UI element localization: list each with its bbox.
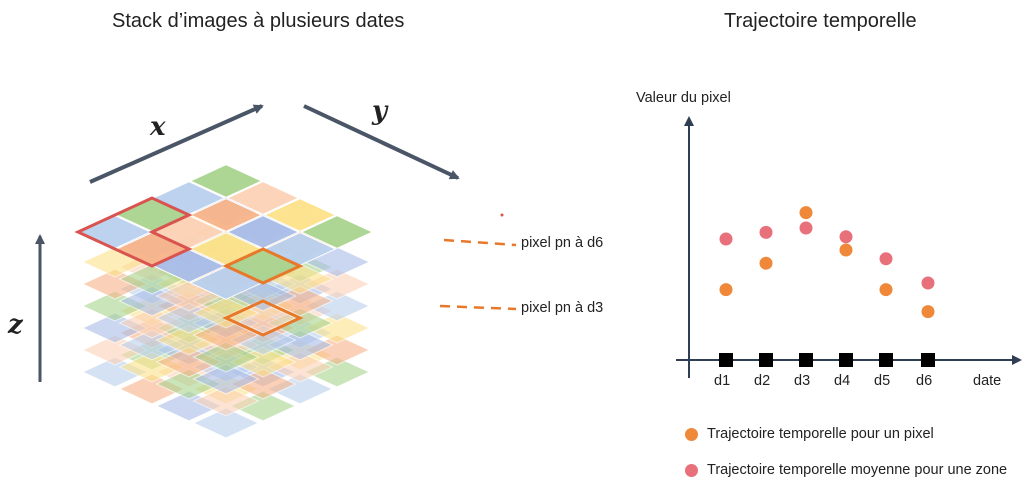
data-point: [839, 230, 853, 244]
x-tick-label: d6: [916, 373, 933, 389]
stack-tile: [189, 198, 263, 232]
right-title: Trajectoire temporelle: [724, 10, 917, 32]
data-point: [839, 243, 853, 257]
legend-label-pixel: Trajectoire temporelle pour un pixel: [707, 426, 934, 442]
x-tick-label: d5: [874, 373, 891, 389]
data-point: [921, 276, 935, 290]
stack-tile: [192, 297, 260, 329]
chart-x-label: date: [973, 373, 1002, 389]
stack-tile: [263, 198, 337, 232]
callout-line-d6: [443, 238, 517, 247]
callout-line-d3: [439, 304, 517, 311]
data-point: [921, 305, 935, 319]
pixel-outline-d6: [222, 247, 304, 285]
stack-tile: [192, 341, 260, 373]
stack-tile: [226, 215, 300, 249]
legend-label-zone: Trajectoire temporelle moyenne pour une …: [707, 462, 1008, 478]
axis-z-label: z: [8, 310, 23, 340]
axis-y-arrow: [303, 104, 460, 180]
legend-dot-pixel: [685, 428, 698, 441]
stack-layers: [74, 164, 374, 439]
axis-x-label: x: [150, 112, 166, 142]
x-tick-marker: [839, 353, 853, 367]
legend-dot-zone: [685, 464, 698, 477]
x-tick-label: d4: [834, 373, 851, 389]
x-tick-label: d2: [754, 373, 771, 389]
zone-outline: [74, 196, 193, 268]
x-tick-marker: [759, 353, 773, 367]
axis-y-label: y: [372, 96, 388, 126]
stack-tile: [226, 181, 300, 215]
callout-d3-label: pixel pn à d3: [521, 300, 604, 316]
x-tick-marker: [879, 353, 893, 367]
pixel-outline-d3: [222, 299, 304, 337]
data-point: [879, 252, 893, 266]
data-point: [799, 206, 813, 220]
stack-tile: [192, 319, 260, 351]
data-point: [759, 256, 773, 270]
x-tick-marker: [921, 353, 935, 367]
data-point: [719, 232, 733, 246]
data-point: [879, 283, 893, 297]
data-point: [799, 221, 813, 235]
left-title: Stack d’images à plusieurs dates: [112, 10, 405, 32]
x-tick-marker: [799, 353, 813, 367]
image-stack-diagram: [35, 104, 517, 439]
stack-tile: [300, 215, 374, 249]
x-tick-marker: [719, 353, 733, 367]
x-tick-label: d3: [794, 373, 811, 389]
stack-tile: [192, 407, 260, 439]
x-tick-label: d1: [714, 373, 731, 389]
stack-tile: [192, 363, 260, 395]
callout-d6-label: pixel pn à d6: [521, 235, 604, 251]
stack-tile: [192, 385, 260, 417]
stack-tile: [189, 164, 263, 198]
data-point: [759, 225, 773, 239]
axis-x-arrow: [89, 104, 264, 184]
data-point: [719, 283, 733, 297]
stray-dot: [500, 213, 504, 217]
chart-y-label: Valeur du pixel: [636, 90, 731, 106]
